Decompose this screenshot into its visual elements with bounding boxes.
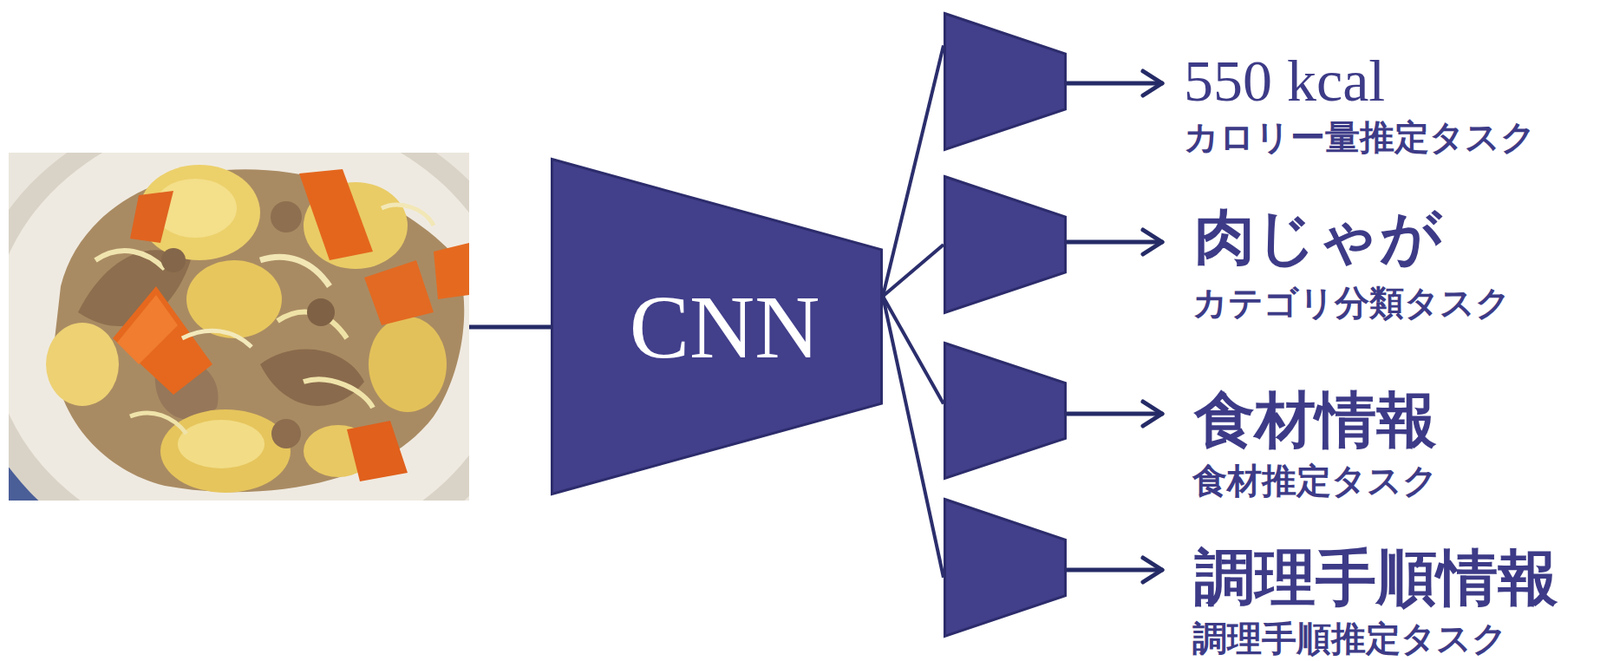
arrow-head [1142,71,1163,96]
trapezoid-outline [945,176,1066,314]
connector-line [882,45,944,296]
connector [882,45,944,296]
connector [882,295,944,404]
connector-line [882,295,944,577]
output-value: 肉じゃが [1194,206,1443,268]
output-value: 550 kcal [1183,51,1385,111]
trapezoid-outline [552,159,882,495]
cnn-label: CNN [629,281,821,373]
input-line [469,325,552,330]
trapezoid-outline [945,343,1066,479]
task-name: カロリー量推定タスク [1183,119,1536,155]
arrow-head [1142,401,1163,426]
output-value: 調理手順情報 [1194,547,1559,608]
arrow-head [1142,557,1163,582]
connector-line [882,295,944,404]
head-trapezoid [943,497,1067,638]
task-head: 食材情報食材推定タスク [943,341,1067,480]
task-head: 調理手順情報調理手順推定タスク [943,497,1067,638]
task-name: カテゴリ分類タスク [1192,285,1511,320]
connector [882,295,944,577]
output-arrow [1066,240,1163,245]
head-trapezoid [943,12,1067,151]
output-arrow [1066,411,1163,417]
trapezoid-outline [945,499,1066,637]
task-name: 食材推定タスク [1192,463,1438,498]
connector [882,244,944,296]
cnn-block: CNN [550,157,883,496]
task-head: 肉じゃがカテゴリ分類タスク [943,175,1067,314]
head-trapezoid [943,175,1067,314]
output-arrow [1066,81,1163,86]
arrow-head [1142,229,1163,255]
connector-line [882,244,944,296]
output-arrow [1066,568,1163,573]
head-trapezoid [943,341,1067,480]
task-head: 550 kcalカロリー量推定タスク [943,12,1067,151]
trapezoid-outline [945,13,1066,151]
output-value: 食材情報 [1194,389,1437,451]
task-name: 調理手順推定タスク [1192,620,1508,656]
